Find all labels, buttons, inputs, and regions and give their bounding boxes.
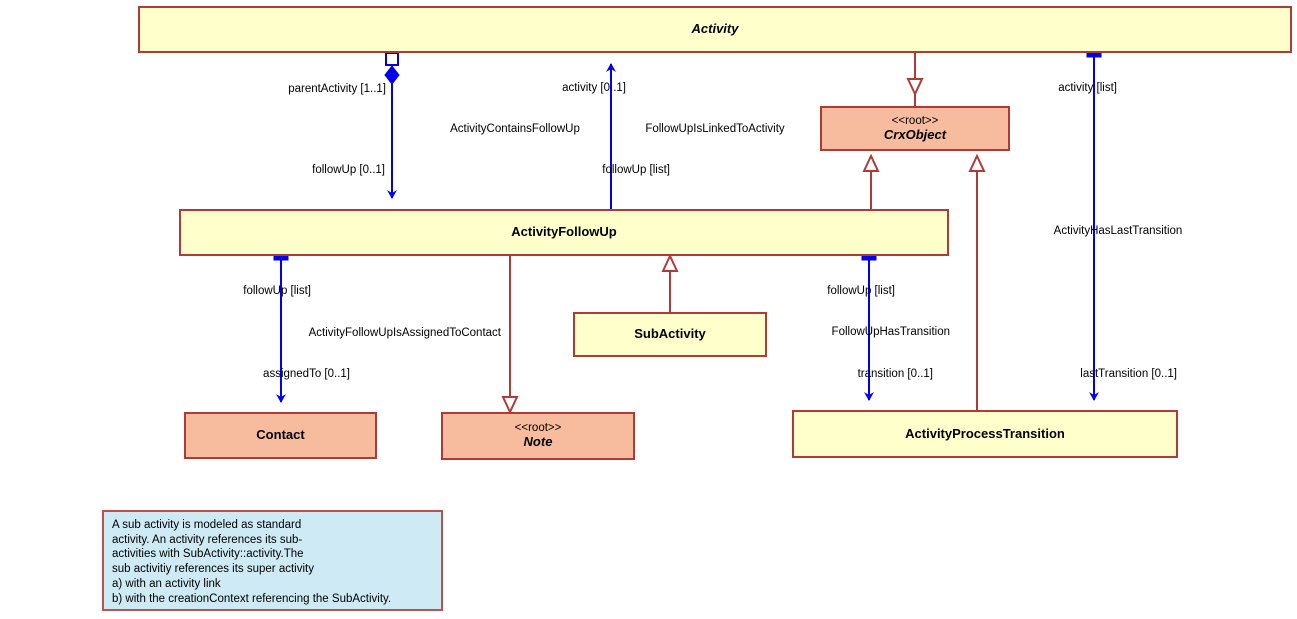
generalization-note-to-activityfollowup	[501, 256, 519, 415]
class-name-activity: Activity	[691, 21, 739, 37]
label-role-followup-list-transition: followUp [list]	[827, 285, 895, 297]
generalization-activityfollowup-to-crxobject	[862, 153, 880, 209]
class-stereotype-crxobject: <<root>>	[891, 114, 939, 127]
class-box-note[interactable]: <<root>> Note	[441, 412, 635, 460]
class-name-activityprocesstransition: ActivityProcessTransition	[905, 425, 1065, 441]
label-association-activity-contains-followup: ActivityContainsFollowUp	[450, 123, 580, 135]
generalization-subactivity-to-activityfollowup	[661, 253, 679, 312]
label-association-activity-has-last-transition: ActivityHasLastTransition	[1053, 225, 1183, 237]
label-role-followup-0-1: followUp [0..1]	[312, 164, 385, 176]
note-sub-activity: A sub activity is modeled as standard ac…	[102, 510, 443, 611]
class-name-note: Note	[523, 434, 553, 450]
association-activity-contains-followup	[384, 52, 400, 199]
class-box-subactivity[interactable]: SubActivity	[573, 312, 767, 357]
class-box-activity[interactable]: Activity	[138, 6, 1292, 53]
class-box-activityfollowup[interactable]: ActivityFollowUp	[179, 209, 949, 256]
label-role-transition-0-1: transition [0..1]	[857, 368, 933, 380]
label-role-last-transition-0-1: lastTransition [0..1]	[1080, 368, 1177, 380]
class-name-subactivity: SubActivity	[634, 326, 706, 342]
label-role-assigned-to-0-1: assignedTo [0..1]	[263, 368, 350, 380]
label-association-followup-has-transition: FollowUpHasTransition	[831, 326, 950, 338]
class-box-crxobject[interactable]: <<root>> CrxObject	[820, 106, 1010, 151]
label-association-followup-is-linked-to-activity: FollowUpIsLinkedToActivity	[645, 123, 785, 135]
label-association-activityfollowup-is-assigned-to-contact: ActivityFollowUpIsAssignedToContact	[308, 327, 501, 339]
label-role-followup-list-activity: followUp [list]	[602, 164, 670, 176]
generalization-activityprocesstransition-to-crxobject	[968, 153, 986, 410]
class-box-activityprocesstransition[interactable]: ActivityProcessTransition	[792, 410, 1178, 458]
class-name-contact: Contact	[256, 427, 305, 443]
class-name-crxobject: CrxObject	[883, 126, 947, 142]
class-stereotype-note: <<root>>	[514, 422, 562, 435]
class-box-contact[interactable]: Contact	[184, 412, 377, 459]
label-role-parent-activity: parentActivity [1..1]	[288, 83, 386, 95]
label-role-activity-0-1: activity [0..1]	[562, 82, 626, 94]
label-role-activity-list: activity [list]	[1058, 82, 1117, 94]
label-role-followup-list-contact: followUp [list]	[243, 285, 311, 297]
class-name-activityfollowup: ActivityFollowUp	[511, 224, 617, 240]
